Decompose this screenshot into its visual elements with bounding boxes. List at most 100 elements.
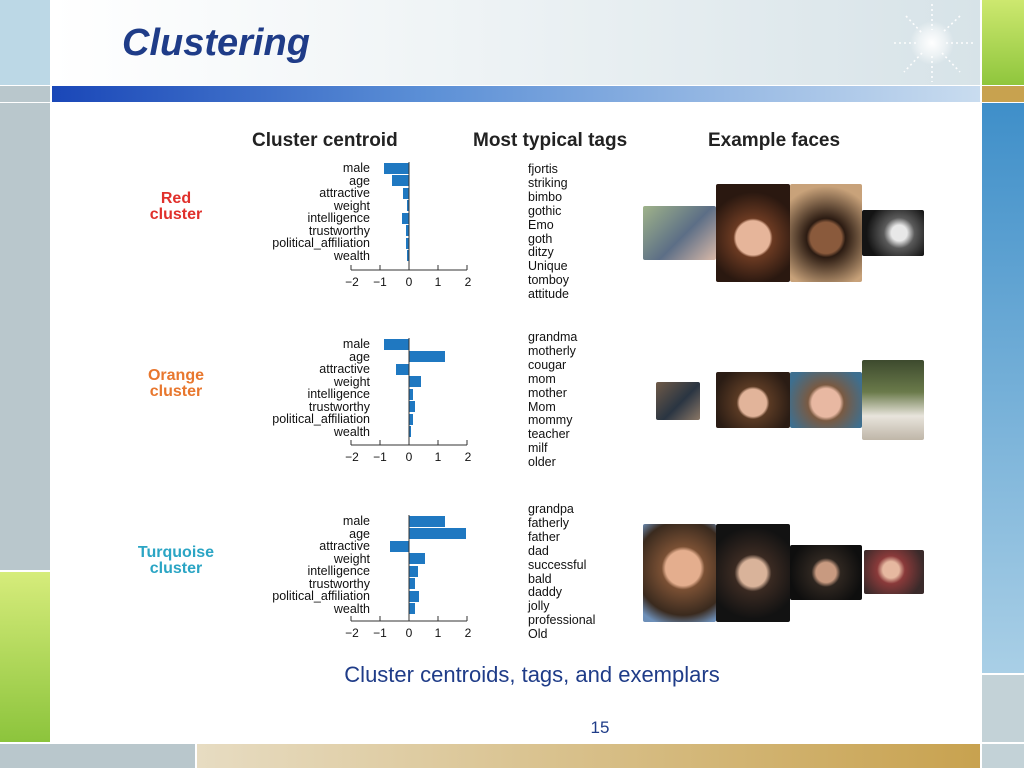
centroid-bar <box>409 401 415 413</box>
attribute-label: weight <box>333 198 370 213</box>
bottom-right-strip <box>982 744 1024 768</box>
centroid-bar <box>407 250 409 262</box>
centroid-bar <box>409 376 421 388</box>
attribute-label: age <box>349 526 370 541</box>
bottom-gold-strip <box>197 744 980 768</box>
top-right-green-block <box>982 0 1024 85</box>
tag-item: older <box>528 455 556 470</box>
tag-item: grandma <box>528 330 578 344</box>
x-tick-label: 2 <box>464 450 472 464</box>
tag-item: professional <box>528 613 596 628</box>
cluster-word: cluster <box>149 206 203 223</box>
slide-title: Clustering <box>122 22 310 64</box>
centroid-bar <box>409 515 446 527</box>
tag-item: Mom <box>528 399 556 414</box>
right-lower-block <box>982 675 1024 742</box>
cluster-name: Red <box>160 190 192 207</box>
tag-item: tomboy <box>528 273 569 288</box>
attribute-label: weight <box>333 551 370 566</box>
centroid-bar <box>390 540 409 552</box>
centroid-bar <box>409 426 411 438</box>
tag-item: mom <box>528 371 556 386</box>
tag-item: Emo <box>528 217 554 232</box>
centroid-bar <box>406 237 409 249</box>
cluster-name: Turquoise <box>137 544 215 561</box>
x-tick-label: 1 <box>434 275 442 289</box>
cluster-label: Turquoise cluster <box>121 545 231 577</box>
example-face-photo <box>656 382 700 420</box>
x-tick-label: 1 <box>434 626 442 640</box>
title-bar-background <box>52 0 980 85</box>
sparkle-decoration <box>894 4 974 82</box>
example-face-photo <box>790 372 862 428</box>
tag-item: successful <box>528 557 587 572</box>
tag-item: gothic <box>528 203 562 218</box>
example-face-photo <box>790 184 862 282</box>
attribute-label: male <box>342 514 370 528</box>
centroid-bar <box>391 175 409 187</box>
tag-item: fatherly <box>528 515 569 530</box>
tag-item: motherly <box>528 343 576 358</box>
tag-item: cougar <box>528 357 567 372</box>
example-face-photo <box>643 206 716 260</box>
attribute-label: attractive <box>319 186 370 200</box>
example-face-photo <box>862 210 924 256</box>
bottom-left-strip <box>0 744 195 768</box>
attribute-label: wealth <box>333 424 370 439</box>
cluster-label: Red cluster <box>121 191 231 223</box>
attribute-label: trustworthy <box>308 399 370 414</box>
tag-item: teacher <box>528 427 570 442</box>
x-tick-label: −1 <box>373 275 387 289</box>
tag-item: milf <box>528 441 548 456</box>
figure-caption: Cluster centroids, tags, and exemplars <box>344 662 720 687</box>
tag-item: Unique <box>528 259 568 274</box>
example-face-photo <box>864 550 924 594</box>
cluster-name: Orange <box>147 367 204 384</box>
tag-item: grandpa <box>528 502 574 516</box>
left-band-row <box>0 86 50 102</box>
tag-item: father <box>528 529 560 544</box>
tag-item: bimbo <box>528 189 563 204</box>
x-tick-label: −2 <box>345 275 359 289</box>
attribute-label: trustworthy <box>308 576 370 591</box>
attribute-label: wealth <box>333 248 370 263</box>
tag-item: bald <box>528 571 552 586</box>
example-face-photo <box>716 372 790 428</box>
centroid-bar <box>403 187 409 199</box>
example-face-photo <box>862 360 924 440</box>
attribute-label: weight <box>333 374 370 389</box>
tag-item: Old <box>528 627 548 642</box>
example-face-photo <box>643 524 716 622</box>
x-tick-label: 2 <box>464 626 472 640</box>
x-tick-label: 0 <box>405 275 413 289</box>
attribute-label: attractive <box>319 539 370 553</box>
attribute-label: age <box>349 173 370 188</box>
x-tick-label: −2 <box>345 450 359 464</box>
attribute-label: intelligence <box>307 564 370 578</box>
header-example-faces: Example faces <box>708 130 841 151</box>
tag-item: attitude <box>528 287 570 302</box>
tag-item: ditzy <box>528 245 554 260</box>
example-face-photo <box>790 545 862 600</box>
page-number: 15 <box>590 718 610 737</box>
x-tick-label: 0 <box>405 450 413 464</box>
tag-item: fjortis <box>528 162 558 176</box>
example-face-photo <box>716 524 790 622</box>
cluster-word: cluster <box>149 560 203 577</box>
tag-item: mother <box>528 385 567 400</box>
centroid-bar <box>407 200 409 212</box>
attribute-label: attractive <box>319 362 370 376</box>
cluster-word: cluster <box>149 383 203 400</box>
right-band-row <box>982 86 1024 102</box>
centroid-bar <box>406 225 409 237</box>
centroid-bar <box>409 578 415 590</box>
x-tick-label: −1 <box>373 626 387 640</box>
top-left-block <box>0 0 50 85</box>
attribute-label: wealth <box>333 601 370 616</box>
centroid-bar <box>409 590 420 602</box>
tag-item: striking <box>528 175 568 190</box>
centroid-bar <box>409 603 415 615</box>
header-cluster-centroid: Cluster centroid <box>252 130 398 151</box>
example-face-photo <box>716 184 790 282</box>
